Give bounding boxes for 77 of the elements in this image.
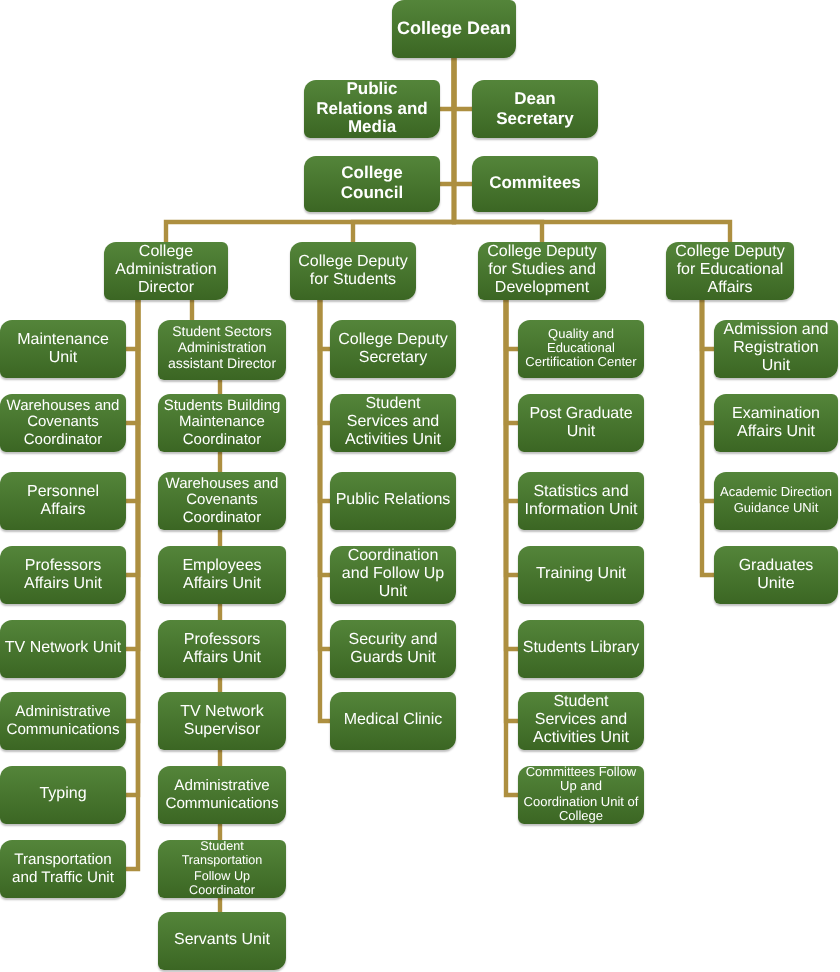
org-unit-box [330,472,456,530]
unit-label: TV Network Unit [4,640,122,658]
unit-label: Post Graduate Unit [527,405,635,441]
org-unit-box [104,242,228,300]
connector-line [217,824,223,840]
org-unit-box [330,692,456,750]
org-unit-box [472,156,598,212]
org-unit-box [714,546,838,604]
connector-line [217,530,223,546]
unit-label: College Deputy for Students [296,253,410,289]
unit-label: Students Library [522,640,640,658]
org-unit-box [304,156,440,212]
org-unit-box [0,546,126,604]
connector-line [217,452,223,472]
unit-label: College Dean [396,18,511,40]
connector-line [217,604,223,620]
unit-label: Statistics and Information Unit [522,483,640,519]
connector-line [189,300,195,320]
unit-label: College Council [338,164,406,204]
unit-label: Public Relations [335,492,451,510]
unit-label: College Deputy for Studies and Development [485,244,599,298]
org-unit-box [290,242,416,300]
unit-label: Commitees [489,174,581,194]
org-unit-box [0,766,126,824]
unit-label: Training Unit [535,566,627,584]
unit-label: Public Relations and Media [314,80,430,138]
connector-line [217,898,223,912]
org-unit-box [714,472,838,530]
org-unit-box [158,840,286,898]
org-unit-box [518,692,644,750]
org-unit-box [158,766,286,824]
unit-label: Coordination and Follow Up Unit [339,548,447,602]
org-unit-box [518,394,644,452]
unit-label: Typing [39,786,87,804]
org-unit-box [330,620,456,678]
org-unit-box [158,620,286,678]
unit-label: TV Network Supervisor [178,703,266,739]
unit-label: Employees Affairs Unit [180,557,264,593]
org-unit-box [330,320,456,378]
org-unit-box [714,394,838,452]
org-unit-box [518,472,644,530]
org-unit-box [392,0,516,58]
org-unit-box [158,692,286,750]
connector-line [217,750,223,766]
unit-label: Student Services and Activities Unit [530,694,631,748]
org-unit-box [158,912,286,970]
org-unit-box [330,546,456,604]
org-unit-box [0,692,126,750]
org-unit-box [330,394,456,452]
unit-label: College Deputy Secretary [336,331,450,367]
unit-label: Examination Affairs Unit [729,405,823,441]
unit-label: Dean Secretary [494,89,576,129]
org-unit-box [0,472,126,530]
unit-label: Servants Unit [173,932,271,950]
unit-label: Security and Guards Unit [346,631,440,667]
org-unit-box [158,546,286,604]
connector-line [217,380,223,394]
unit-label: Medical Clinic [343,712,443,730]
connector-line [217,678,223,692]
org-unit-box [472,80,598,138]
unit-label: Maintenance Unit [15,331,111,367]
unit-label: Admission and Registration Unit [721,322,831,376]
org-unit-box [0,620,126,678]
unit-label: College Deputy for Educational Affairs [673,244,787,298]
org-unit-box [518,620,644,678]
unit-label: College Administration Director [113,244,219,298]
connector-line [451,58,733,242]
unit-label: Professors Affairs Unit [181,631,263,667]
org-unit-box [518,546,644,604]
connector-line [317,300,330,724]
unit-label: Graduates Unite [736,557,816,593]
unit-label: Student Services and Activities Unit [342,396,443,450]
org-unit-box [0,320,126,378]
org-unit-box [0,840,126,898]
unit-label: Professors Affairs Unit [22,557,104,593]
unit-label: Personnel Affairs [24,483,102,519]
connector-line [699,300,714,578]
